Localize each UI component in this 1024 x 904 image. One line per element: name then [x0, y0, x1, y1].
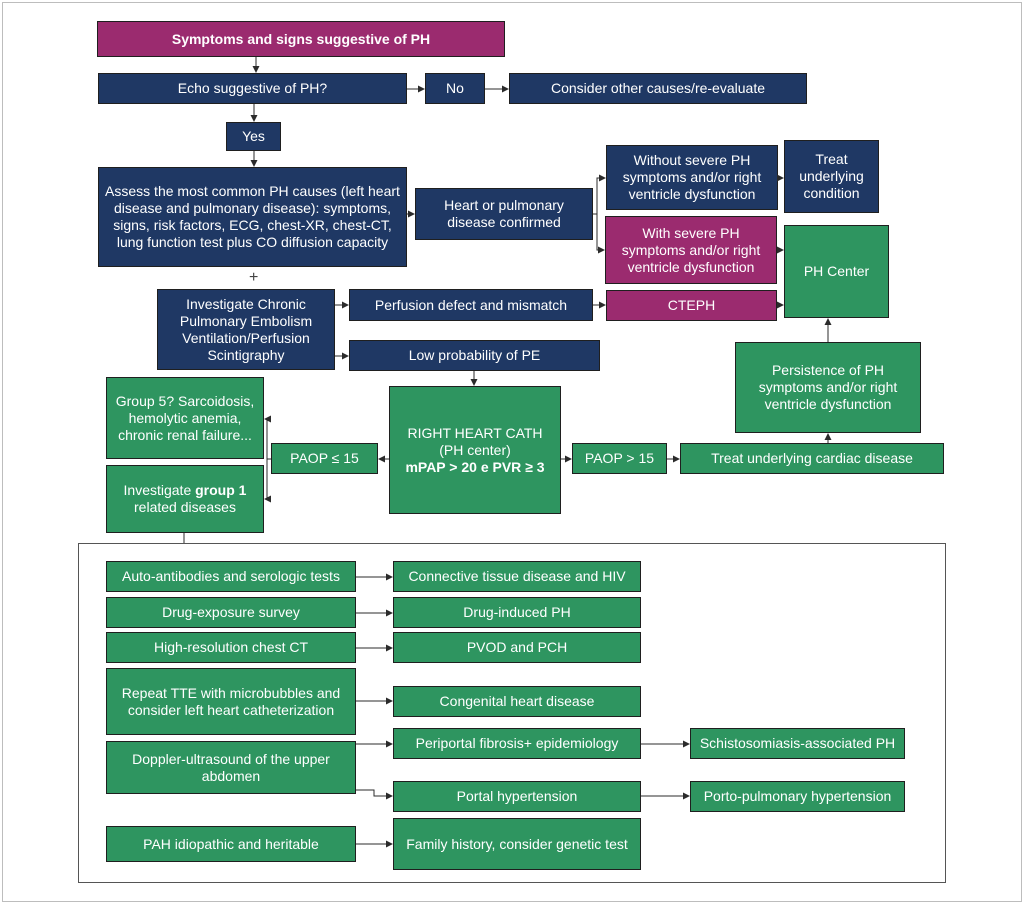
node-consider-other: Consider other causes/re-evaluate [509, 73, 807, 104]
node-echo: Echo suggestive of PH? [98, 73, 407, 104]
node-schisto-label: Schistosomiasis-associated PH [699, 735, 896, 751]
node-without-severe-label: Without severe PH symptoms and/or right … [622, 152, 762, 202]
node-paop-le: PAOP ≤ 15 [271, 443, 378, 474]
node-paop-gt: PAOP > 15 [572, 443, 667, 474]
node-without-severe: Without severe PH symptoms and/or right … [606, 145, 778, 210]
g1-pre: Investigate [123, 482, 196, 498]
node-treat-cardiac: Treat underlying cardiac disease [680, 443, 944, 474]
node-doppler-label: Doppler-ultrasound of the upper abdomen [132, 750, 330, 784]
node-pah-idio: PAH idiopathic and heritable [106, 826, 356, 862]
node-family-history: Family history, consider genetic test [393, 818, 641, 870]
node-assess-label: Assess the most common PH causes (left h… [105, 183, 400, 250]
node-ph-center-label: PH Center [803, 263, 870, 279]
node-consider-other-label: Consider other causes/re-evaluate [550, 80, 765, 96]
node-cteph: CTEPH [606, 290, 777, 321]
node-portopulm-label: Porto-pulmonary hypertension [703, 788, 892, 804]
node-portal-htn-label: Portal hypertension [456, 788, 578, 804]
node-persistence: Persistence of PH symptoms and/or right … [735, 342, 921, 433]
node-family-history-label: Family history, consider genetic test [406, 835, 628, 852]
node-symptoms: Symptoms and signs suggestive of PH [97, 21, 505, 57]
node-group5-label: Group 5? Sarcoidosis, hemolytic anemia, … [115, 392, 255, 443]
node-doppler: Doppler-ultrasound of the upper abdomen [106, 741, 356, 794]
node-congenital: Congenital heart disease [393, 686, 641, 717]
node-treat-underlying-label: Treat underlying condition [799, 151, 864, 201]
node-drug-induced: Drug-induced PH [393, 597, 641, 628]
node-confirmed: Heart or pulmonary disease confirmed [415, 188, 593, 240]
node-low-prob: Low probability of PE [349, 340, 600, 371]
node-drug-survey-label: Drug-exposure survey [162, 604, 300, 620]
node-periportal-label: Periportal fibrosis+ epidemiology [415, 735, 619, 751]
node-portopulm: Porto-pulmonary hypertension [690, 781, 905, 812]
node-group5: Group 5? Sarcoidosis, hemolytic anemia, … [106, 377, 264, 459]
node-perfusion-defect: Perfusion defect and mismatch [349, 289, 593, 321]
node-connective: Connective tissue disease and HIV [393, 561, 641, 592]
node-repeat-tte-label: Repeat TTE with microbubbles and conside… [121, 684, 341, 718]
node-yes-label: Yes [242, 128, 265, 144]
node-no-label: No [446, 80, 464, 96]
node-persistence-label: Persistence of PH symptoms and/or right … [758, 362, 898, 412]
node-investigate-cte: Investigate Chronic Pulmonary Embolism V… [157, 289, 335, 370]
node-pah-idio-label: PAH idiopathic and heritable [143, 835, 319, 852]
node-hrct-label: High-resolution chest CT [153, 639, 309, 655]
rhc-subtitle: (PH center) [439, 441, 511, 458]
node-periportal: Periportal fibrosis+ epidemiology [393, 728, 641, 759]
g1-bold: group 1 [195, 482, 247, 498]
node-cteph-label: CTEPH [667, 297, 716, 313]
node-portal-htn: Portal hypertension [393, 781, 641, 812]
node-paop-le-label: PAOP ≤ 15 [290, 450, 359, 466]
node-treat-cardiac-label: Treat underlying cardiac disease [711, 450, 913, 466]
node-pvod-label: PVOD and PCH [466, 639, 568, 655]
node-with-severe-label: With severe PH symptoms and/or right ven… [621, 224, 761, 275]
node-drug-induced-label: Drug-induced PH [463, 604, 571, 620]
node-assess: Assess the most common PH causes (left h… [98, 167, 407, 267]
node-rhc: RIGHT HEART CATH (PH center) mPAP > 20 e… [389, 386, 561, 514]
node-no: No [425, 73, 485, 104]
node-schisto: Schistosomiasis-associated PH [690, 728, 905, 759]
node-repeat-tte: Repeat TTE with microbubbles and conside… [106, 668, 356, 735]
node-echo-label: Echo suggestive of PH? [177, 80, 328, 96]
node-with-severe: With severe PH symptoms and/or right ven… [605, 216, 777, 284]
node-yes: Yes [226, 122, 281, 151]
node-autoantibodies-label: Auto-antibodies and serologic tests [122, 568, 340, 584]
node-drug-survey: Drug-exposure survey [106, 597, 356, 628]
node-perfusion-defect-label: Perfusion defect and mismatch [374, 296, 568, 313]
rhc-title: RIGHT HEART CATH [407, 424, 543, 441]
rhc-criteria: mPAP > 20 e PVR ≥ 3 [405, 458, 545, 475]
node-symptoms-label: Symptoms and signs suggestive of PH [171, 30, 431, 47]
group1-panel [78, 543, 946, 883]
node-treat-underlying: Treat underlying condition [784, 140, 879, 213]
node-hrct: High-resolution chest CT [106, 632, 356, 663]
plus-sign: + [249, 269, 259, 286]
node-low-prob-label: Low probability of PE [408, 347, 541, 363]
node-congenital-label: Congenital heart disease [439, 693, 595, 709]
g1-post: related diseases [134, 499, 236, 515]
node-paop-gt-label: PAOP > 15 [584, 450, 655, 466]
node-autoantibodies: Auto-antibodies and serologic tests [106, 561, 356, 592]
node-ph-center: PH Center [784, 225, 889, 318]
node-connective-label: Connective tissue disease and HIV [408, 568, 626, 584]
node-pvod: PVOD and PCH [393, 632, 641, 663]
node-investigate-cte-label: Investigate Chronic Pulmonary Embolism V… [179, 295, 313, 363]
node-confirmed-label: Heart or pulmonary disease confirmed [444, 197, 564, 230]
